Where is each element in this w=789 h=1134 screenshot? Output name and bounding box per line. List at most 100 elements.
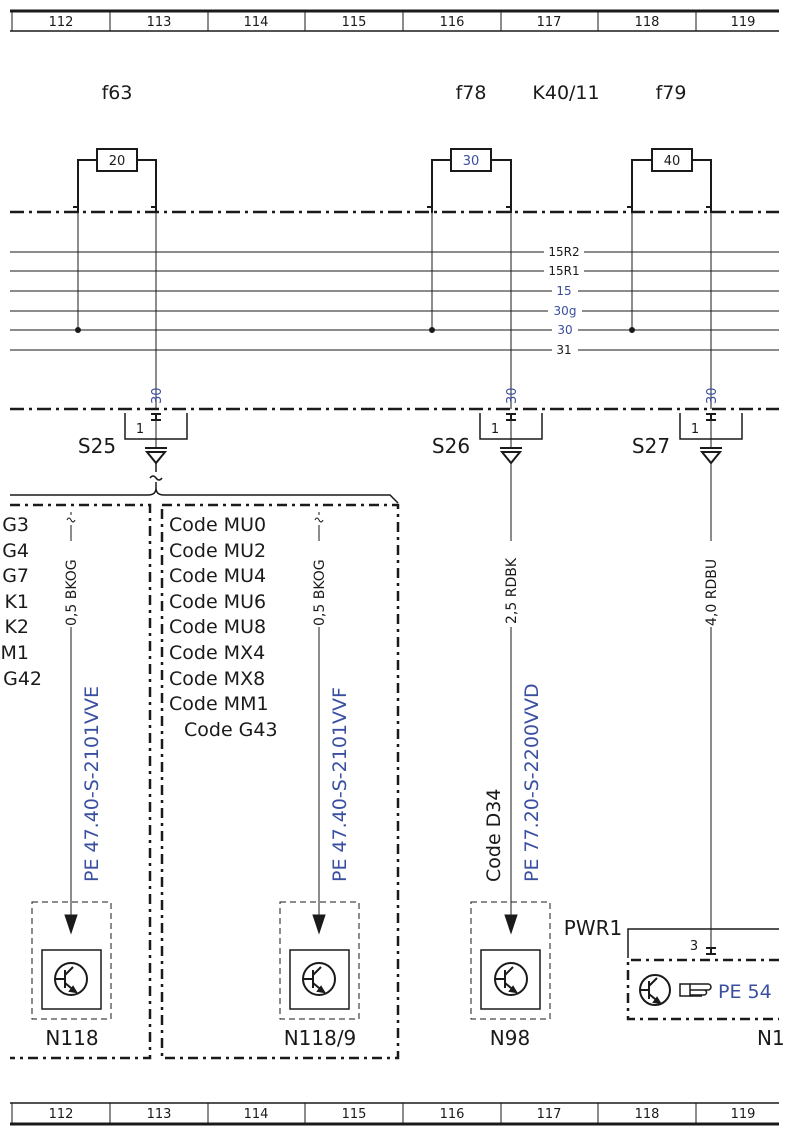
ruler-col-119: 119 [731,1107,756,1122]
fuse-f78-label: f78 [456,82,487,104]
splice-wires [155,420,712,447]
fuse-f79-rating: 40 [664,154,681,169]
pointing-hand-icon[interactable] [679,983,712,997]
ruler-col-112: 112 [49,1107,74,1122]
top-ruler-labels: 112 113 114 115 116 117 118 119 [49,15,756,30]
component-n1-label: N1 [757,1026,785,1050]
fuse-f78-rating: 30 [463,154,480,169]
component-n98-label: N98 [490,1026,530,1050]
code-left-item: G7 [2,565,29,587]
transistor-icon [54,962,88,996]
ruler-col-113: 113 [147,1107,172,1122]
fuse-f79 [631,148,712,211]
ruler-col-119: 119 [731,15,756,30]
code-mid-item: Code MX4 [169,642,265,664]
ruler-col-115: 115 [342,1107,367,1122]
code-left-item: G3 [2,514,29,536]
s25-split-brace [10,463,399,504]
terminal-30-s26: 30 [505,387,520,404]
pwr1-label: PWR1 [564,916,622,940]
component-n118-label: N118 [45,1026,98,1050]
pwr1-box-line [627,928,779,958]
bus-labels: 15R2 15R1 15 30g 30 31 [544,244,584,357]
pin-3-label: 3 [690,939,698,954]
transistor-icon [302,962,336,996]
terminal-30-s25: 30 [150,387,165,404]
bus-label-31: 31 [556,343,571,357]
pin-1-s26: 1 [491,422,499,437]
code-mid-item: Code MU6 [169,591,266,613]
transistor-icon [494,962,528,996]
ruler-col-117: 117 [537,1107,562,1122]
component-n118 [31,901,112,1020]
ruler-col-117: 117 [537,15,562,30]
fuse-f63 [77,148,157,211]
code-mid-item: Code MU0 [169,514,266,536]
code-left-item: K2 [4,616,29,638]
bus-lines [10,251,779,351]
ruler-col-114: 114 [244,1107,269,1122]
splice-triangles [144,447,723,465]
splice-s27-label: S27 [632,434,670,458]
ruler-col-112: 112 [49,15,74,30]
pe-ref-2101vve[interactable]: PE 47.40-S-2101VVE [81,686,103,882]
code-list-mid: Code MU0 Code MU2 Code MU4 Code MU6 Code… [169,514,278,741]
component-n118-9 [279,901,360,1020]
pin-1-s27: 1 [691,422,699,437]
ruler-col-116: 116 [440,15,465,30]
pin-3-stub [706,947,716,955]
splice-s25-label: S25 [78,434,116,458]
junction-dots [75,327,635,333]
fuse-input-wires [77,213,633,330]
bottom-ruler [10,1102,779,1126]
code-left-item: G4 [2,540,29,562]
wire-label-rdbk: 2,5 RDBK [504,557,520,624]
fuse-f79-label: f79 [656,82,687,104]
code-mid-item: Code MU8 [169,616,266,638]
bus-label-15r1: 15R1 [548,264,579,278]
terminal-30-s27: 30 [705,387,720,404]
top-ruler [10,9,779,32]
component-n1-box [626,958,779,1021]
code-left-item: G42 [3,668,42,690]
relay-k40-11-label: K40/11 [532,82,599,104]
fuse-f78 [431,148,512,211]
wire-label-bkog-1: 0,5 BKOG [64,559,80,626]
option-box-left [10,503,152,1060]
code-d34-label: Code D34 [483,789,505,883]
wire-n98 [504,463,518,935]
component-n118-9-label: N118/9 [284,1026,357,1050]
wire-label-bkog-2: 0,5 BKOG [312,559,328,626]
pin-stubs [151,413,716,421]
ruler-col-118: 118 [635,1107,660,1122]
pe-ref-2200vvd[interactable]: PE 77.20-S-2200VVD [521,683,543,882]
code-left-item: M1 [1,642,29,664]
wire-label-rdbu: 4,0 RDBU [704,559,720,626]
ruler-col-114: 114 [244,15,269,30]
ruler-col-116: 116 [440,1107,465,1122]
fuse-f63-label: f63 [102,82,133,104]
code-list-left: G3 G4 G7 K1 K2 M1 G42 [1,514,42,690]
component-n98 [470,901,551,1020]
splice-s26-label: S26 [432,434,470,458]
ruler-col-118: 118 [635,15,660,30]
fuse-output-wires [155,213,712,409]
ruler-col-113: 113 [147,15,172,30]
code-mid-item: Code MM1 [169,693,269,715]
bus-label-15r2: 15R2 [548,245,579,259]
code-mid-item: Code MU2 [169,540,266,562]
code-left-item: K1 [4,591,29,613]
option-box-mid [160,503,400,1060]
code-mid-item: Code MU4 [169,565,266,587]
transistor-icon [639,974,671,1006]
fuse-f63-rating: 20 [109,154,126,169]
bottom-ruler-labels: 112 113 114 115 116 117 118 119 [49,1107,756,1122]
bus-label-15: 15 [556,284,571,298]
pin-1-s25: 1 [136,422,144,437]
pe-ref-54[interactable]: PE 54 [718,981,772,1003]
bus-label-30g: 30g [554,304,577,318]
pe-ref-2101vvf[interactable]: PE 47.40-S-2101VVF [329,687,351,882]
ruler-col-115: 115 [342,15,367,30]
code-mid-item: Code MX8 [169,668,265,690]
